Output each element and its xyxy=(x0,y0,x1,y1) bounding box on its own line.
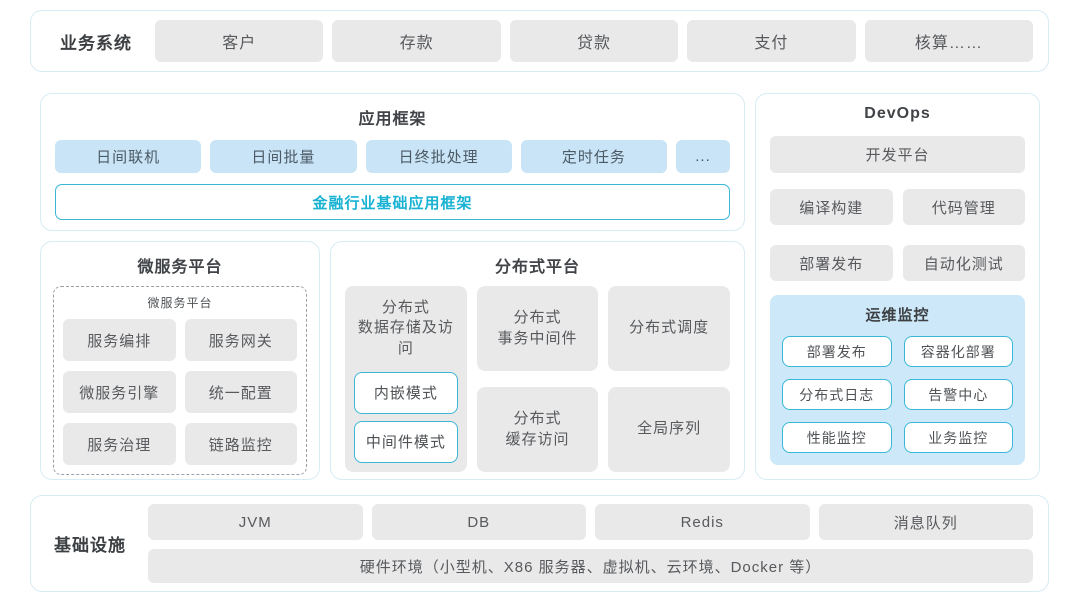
infra-component-redis: Redis xyxy=(595,504,810,540)
microservice-platform-section: 微服务平台 微服务平台 服务编排 服务网关 微服务引擎 统一配置 服务治理 链路… xyxy=(40,241,320,480)
microservice-module-governance: 服务治理 xyxy=(63,423,176,465)
distributed-platform-title: 分布式平台 xyxy=(494,259,580,276)
business-systems-label: 业务系统 xyxy=(60,33,132,53)
distributed-platform-section: 分布式平台 分布式 数据存储及访问 内嵌模式 中间件模式 分布式 事务中间件 分… xyxy=(330,241,745,480)
distributed-storage-label: 分布式 数据存储及访问 xyxy=(357,299,454,357)
microservice-module-tracing: 链路监控 xyxy=(184,423,297,465)
microservice-module-orchestration: 服务编排 xyxy=(63,319,176,361)
ops-monitoring-title: 运维监控 xyxy=(865,307,930,324)
infrastructure-component-row: JVM DB Redis 消息队列 xyxy=(148,504,1033,540)
monitoring-module-alert-center: 告警中心 xyxy=(903,379,1013,410)
monitoring-module-deploy: 部署发布 xyxy=(782,336,892,367)
monitoring-module-distributed-log: 分布式日志 xyxy=(782,379,892,410)
infra-component-mq: 消息队列 xyxy=(818,504,1033,540)
hardware-environment-box: 硬件环境（小型机、X86 服务器、虚拟机、云环境、Docker 等） xyxy=(148,549,1033,583)
business-item-payment: 支付 xyxy=(687,20,856,62)
devops-module-code-mgmt: 代码管理 xyxy=(902,189,1025,225)
devops-dev-platform: 开发平台 xyxy=(770,136,1025,173)
business-item-deposit: 存款 xyxy=(332,20,501,62)
business-item-accounting: 核算…… xyxy=(864,20,1034,62)
storage-mode-embedded: 内嵌模式 xyxy=(354,371,458,414)
microservice-module-grid: 服务编排 服务网关 微服务引擎 统一配置 服务治理 链路监控 xyxy=(63,319,297,465)
microservice-module-gateway: 服务网关 xyxy=(184,319,297,361)
app-module-scheduled-task: 定时任务 xyxy=(520,140,667,173)
business-item-customer: 客户 xyxy=(155,20,324,62)
infrastructure-label: 基础设施 xyxy=(54,536,126,555)
devops-module-deploy: 部署发布 xyxy=(770,245,893,281)
microservice-inner-title: 微服务平台 xyxy=(147,296,213,310)
devops-module-grid: 编译构建 代码管理 部署发布 自动化测试 xyxy=(770,189,1025,281)
infrastructure-body: JVM DB Redis 消息队列 硬件环境（小型机、X86 服务器、虚拟机、云… xyxy=(148,504,1033,583)
business-systems-section: 业务系统 客户 存款 贷款 支付 核算…… xyxy=(30,10,1049,72)
microservice-platform-title: 微服务平台 xyxy=(137,259,223,276)
app-module-eod-batch: 日终批处理 xyxy=(365,140,512,173)
devops-title: DevOps xyxy=(864,105,931,122)
distributed-storage-box: 分布式 数据存储及访问 内嵌模式 中间件模式 xyxy=(345,286,467,472)
infra-component-jvm: JVM xyxy=(148,504,363,540)
distributed-module-cache: 分布式 缓存访问 xyxy=(476,387,599,472)
base-application-framework-box: 金融行业基础应用框架 xyxy=(55,184,730,220)
app-framework-module-row: 日间联机 日间批量 日终批处理 定时任务 ... xyxy=(55,140,730,173)
monitoring-module-business: 业务监控 xyxy=(903,422,1013,453)
app-framework-section: 应用框架 日间联机 日间批量 日终批处理 定时任务 ... 金融行业基础应用框架 xyxy=(40,93,745,231)
microservice-module-engine: 微服务引擎 xyxy=(63,371,176,413)
microservice-module-config: 统一配置 xyxy=(184,371,297,413)
storage-mode-middleware: 中间件模式 xyxy=(354,420,458,463)
distributed-module-scheduling: 分布式调度 xyxy=(608,286,730,371)
app-module-ellipsis: ... xyxy=(676,140,730,173)
app-module-daytime-batch: 日间批量 xyxy=(210,140,357,173)
distributed-module-grid: 分布式 数据存储及访问 内嵌模式 中间件模式 分布式 事务中间件 分布式调度 分… xyxy=(345,286,730,472)
business-item-loan: 贷款 xyxy=(509,20,679,62)
microservice-inner-panel: 微服务平台 服务编排 服务网关 微服务引擎 统一配置 服务治理 链路监控 xyxy=(53,286,307,475)
devops-module-auto-test: 自动化测试 xyxy=(902,245,1025,281)
infrastructure-section: 基础设施 JVM DB Redis 消息队列 硬件环境（小型机、X86 服务器、… xyxy=(30,495,1049,592)
monitoring-module-container-deploy: 容器化部署 xyxy=(903,336,1013,367)
ops-monitoring-panel: 运维监控 部署发布 容器化部署 分布式日志 告警中心 性能监控 业务监控 xyxy=(770,295,1025,465)
infra-component-db: DB xyxy=(371,504,586,540)
distributed-module-global-sequence: 全局序列 xyxy=(608,387,730,472)
devops-module-build: 编译构建 xyxy=(770,189,893,225)
app-module-daytime-online: 日间联机 xyxy=(55,140,202,173)
devops-section: DevOps 开发平台 编译构建 代码管理 部署发布 自动化测试 运维监控 部署… xyxy=(755,93,1040,480)
monitoring-module-performance: 性能监控 xyxy=(782,422,892,453)
distributed-module-transaction: 分布式 事务中间件 xyxy=(476,286,599,371)
ops-monitoring-grid: 部署发布 容器化部署 分布式日志 告警中心 性能监控 业务监控 xyxy=(782,336,1013,453)
app-framework-title: 应用框架 xyxy=(358,111,427,128)
